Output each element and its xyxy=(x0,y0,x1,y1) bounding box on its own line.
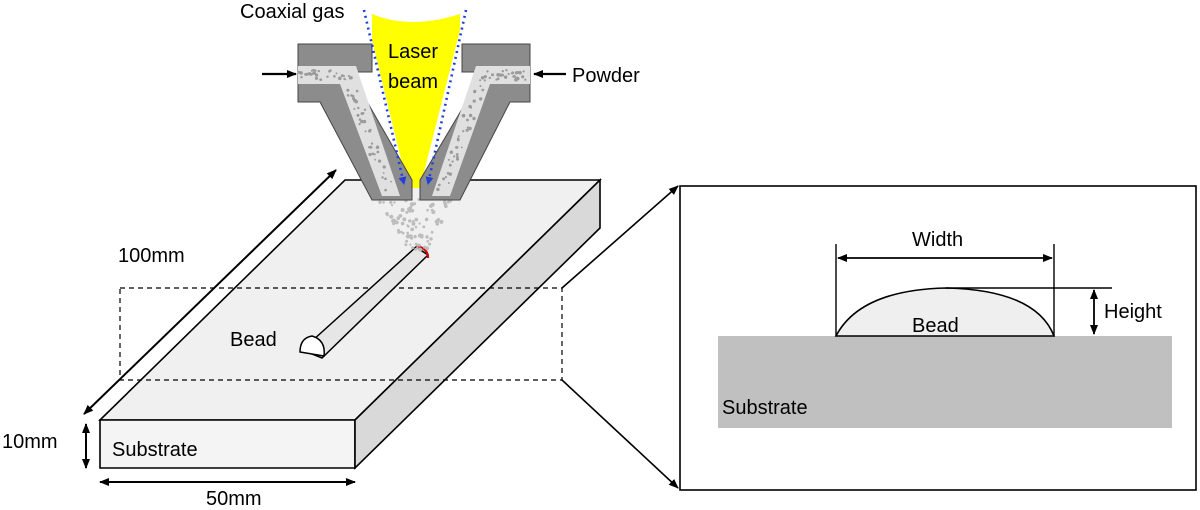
zoom-line-bottom xyxy=(561,379,679,489)
cross-substrate-label: Substrate xyxy=(722,397,808,419)
cross-substrate xyxy=(718,336,1172,428)
cross-height-label: Height xyxy=(1104,301,1162,323)
cross-section-inset xyxy=(679,185,1197,491)
laser-beam-label-line1: Laser xyxy=(388,41,438,63)
length-label: 100mm xyxy=(118,245,185,267)
bead-label: Bead xyxy=(230,329,277,351)
laser-beam-label-line2: beam xyxy=(388,71,438,93)
thickness-label: 10mm xyxy=(2,431,58,453)
width-label: 50mm xyxy=(206,488,262,510)
zoom-line-top xyxy=(561,185,679,289)
cross-bead-label: Bead xyxy=(912,315,959,337)
cross-width-label: Width xyxy=(912,229,963,251)
nozzle-right xyxy=(419,43,531,201)
coaxial-gas-label: Coaxial gas xyxy=(240,1,345,23)
nozzle-left xyxy=(297,43,413,201)
plate-side-face xyxy=(354,178,601,470)
length-dimension-line xyxy=(83,169,337,415)
substrate-label: Substrate xyxy=(112,439,198,461)
laser-beam xyxy=(372,14,460,188)
powder-label: Powder xyxy=(572,65,640,87)
